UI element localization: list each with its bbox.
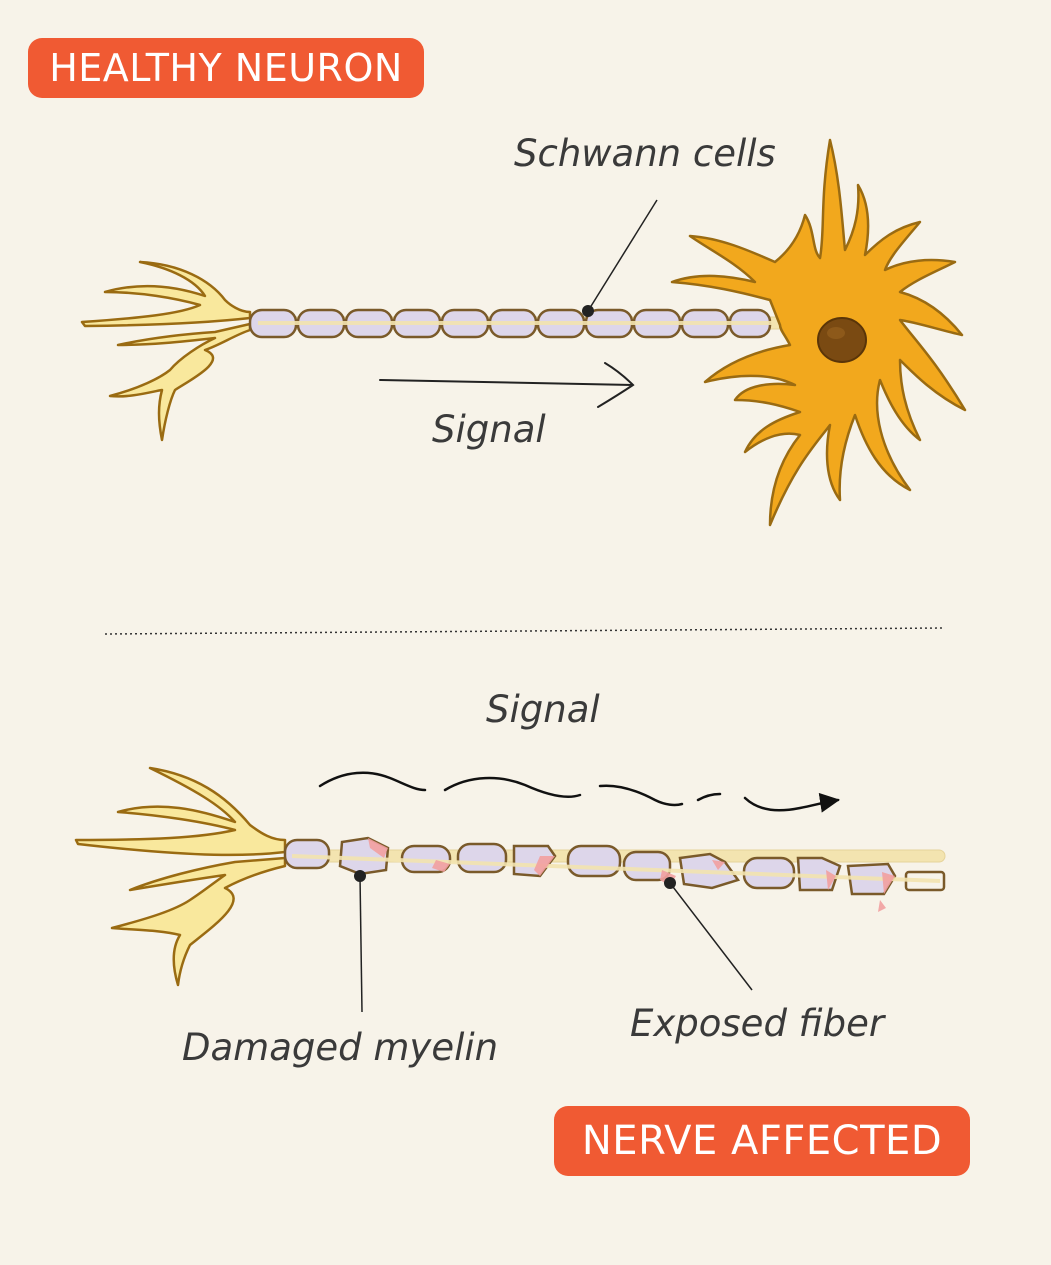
affected-neuron	[74, 766, 946, 1013]
signal-arrow-top	[379, 362, 635, 408]
signal-label-top: Signal	[432, 408, 546, 451]
schwann-pointer-dot	[582, 305, 594, 317]
signal-label-bottom: Signal	[486, 688, 600, 731]
schwann-cells-label: Schwann cells	[514, 132, 776, 175]
nerve-affected-badge: NERVE AFFECTED	[554, 1106, 970, 1176]
axon-terminal-bottom	[74, 766, 287, 987]
damaged-myelin-label: Damaged myelin	[182, 1026, 499, 1069]
exposed-fiber-label: Exposed fiber	[630, 1002, 885, 1045]
exposed-pointer-line	[669, 882, 753, 991]
axon-terminal-top	[80, 260, 252, 442]
exposed-pointer-dot	[664, 877, 676, 889]
section-divider	[104, 627, 946, 635]
healthy-neuron-badge: HEALTHY NEURON	[28, 38, 424, 98]
nucleus	[817, 317, 867, 363]
damaged-pointer-dot	[354, 870, 366, 882]
damaged-pointer-line	[359, 875, 363, 1013]
broken-signal-wave	[318, 771, 840, 813]
healthy-neuron	[80, 138, 967, 527]
schwann-pointer-line	[587, 199, 658, 312]
